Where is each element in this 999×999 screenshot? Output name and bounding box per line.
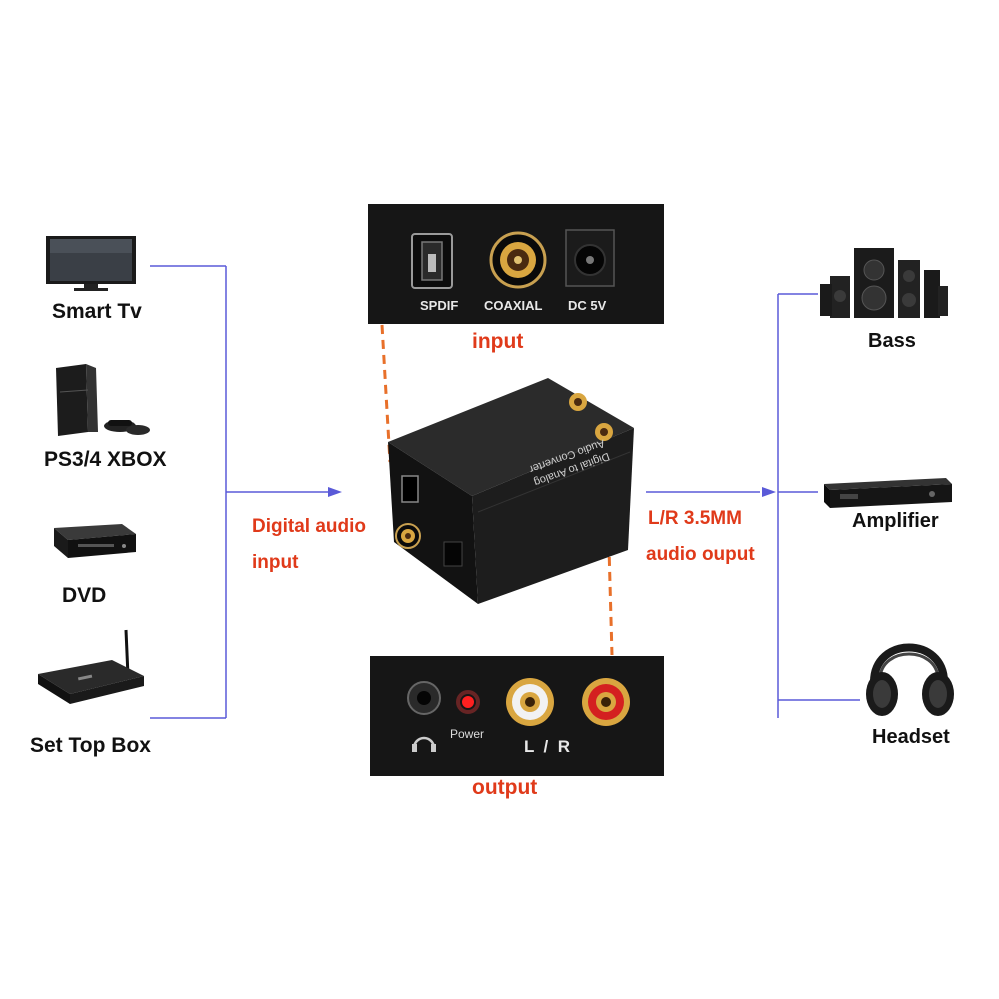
- lr-label: L / R: [524, 737, 570, 756]
- spdif-port-icon: [411, 233, 453, 289]
- port-label-dc: DC 5V: [568, 298, 607, 313]
- output-panel: Power L / R: [370, 656, 664, 776]
- right-arrowhead: [762, 487, 776, 497]
- source-label-dvd: DVD: [62, 584, 107, 607]
- headphones-icon: [866, 643, 954, 716]
- source-label-console: PS3/4 XBOX: [44, 448, 167, 471]
- power-label: Power: [450, 727, 484, 741]
- smart-tv-icon: [46, 236, 136, 291]
- output-label-headset: Headset: [872, 726, 950, 748]
- output-label-amplifier: Amplifier: [852, 510, 939, 532]
- port-label-spdif: SPDIF: [420, 298, 458, 313]
- input-panel-ports: SPDIF COAXIAL DC 5V: [411, 229, 615, 313]
- power-led-icon: [462, 696, 474, 708]
- rca-right-red-icon: [582, 678, 630, 726]
- output-label-bass: Bass: [868, 330, 916, 352]
- left-connector-bracket: [150, 265, 330, 719]
- port-label-coaxial: COAXIAL: [484, 298, 543, 313]
- input-panel: SPDIF COAXIAL DC 5V: [368, 204, 664, 324]
- dc-port-icon: [565, 229, 615, 287]
- left-arrowhead: [328, 487, 342, 497]
- right-connector-bracket: [646, 293, 860, 718]
- rca-left-white-icon: [506, 678, 554, 726]
- input-caption: input: [472, 330, 524, 353]
- converter-box: Digital to Analog Audio Converter: [388, 378, 634, 604]
- coaxial-port-icon: [489, 231, 547, 289]
- digital-input-annotation-line2: input: [252, 552, 299, 573]
- source-label-set-top-box: Set Top Box: [30, 734, 151, 757]
- speaker-system-icon: [820, 248, 948, 318]
- source-label-smart-tv: Smart Tv: [52, 300, 142, 323]
- output-panel-ports: Power L / R: [407, 678, 630, 756]
- digital-input-annotation-line1: Digital audio: [252, 516, 366, 537]
- output-annotation-line2: audio ouput: [646, 544, 755, 565]
- dvd-player-icon: [54, 524, 136, 558]
- game-console-icon: [56, 364, 150, 436]
- set-top-box-icon: [38, 629, 144, 704]
- output-annotation-line1: L/R 3.5MM: [648, 508, 742, 529]
- amplifier-icon: [824, 478, 952, 508]
- output-caption: output: [472, 776, 538, 799]
- headphone-jack-icon: [407, 681, 441, 715]
